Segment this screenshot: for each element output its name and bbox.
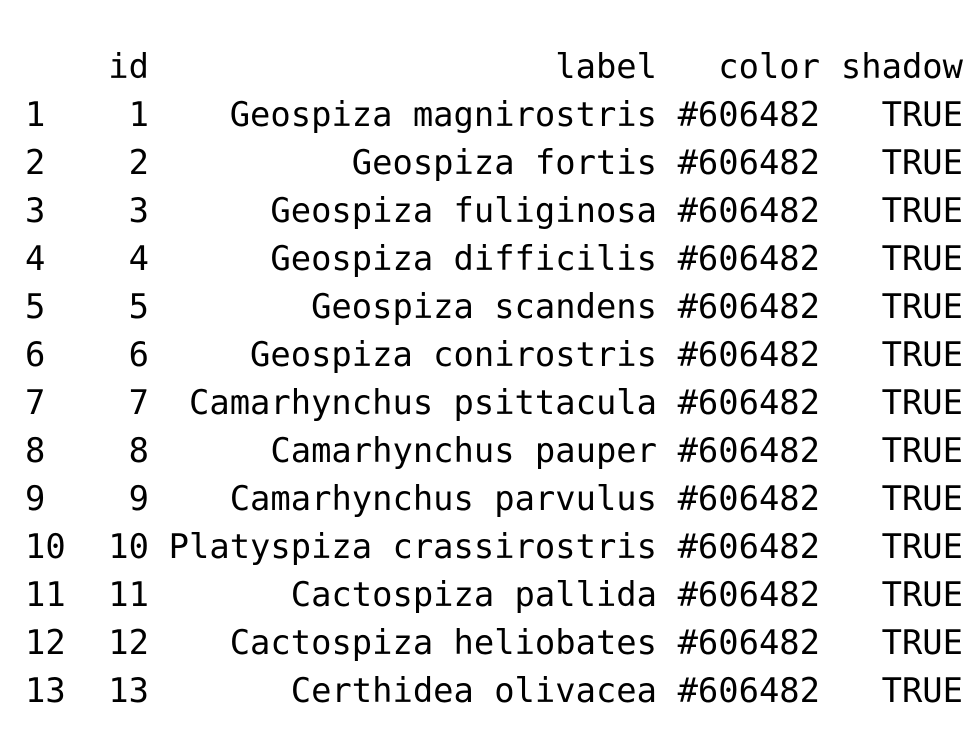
row-name-cell: 5 — [25, 287, 46, 326]
row-name-cell: 8 — [25, 431, 46, 470]
color-cell: #606482 — [677, 239, 820, 278]
id-cell: 2 — [128, 143, 149, 182]
table-row: 6 6 Geospiza conirostris #606482 TRUE — [0, 331, 963, 379]
shadow-cell: TRUE — [881, 143, 963, 182]
table-row: 4 4 Geospiza difficilis #606482 TRUE — [0, 235, 963, 283]
id-cell: 5 — [128, 287, 149, 326]
shadow-cell: TRUE — [881, 575, 963, 614]
header-shadow: shadow — [840, 47, 963, 86]
label-cell: Camarhynchus pauper — [270, 431, 657, 470]
shadow-cell: TRUE — [881, 383, 963, 422]
label-cell: Cactospiza pallida — [290, 575, 657, 614]
table-row: 12 12 Cactospiza heliobates #606482 TRUE — [0, 619, 963, 667]
header-color: color — [718, 47, 820, 86]
label-cell: Camarhynchus parvulus — [229, 479, 657, 518]
row-name-cell: 9 — [25, 479, 46, 518]
table-row: 11 11 Cactospiza pallida #606482 TRUE — [0, 571, 963, 619]
label-cell: Geospiza scandens — [311, 287, 657, 326]
table-row: 2 2 Geospiza fortis #606482 TRUE — [0, 139, 963, 187]
label-cell: Platyspiza crassirostris — [168, 527, 657, 566]
row-name-cell: 10 — [25, 527, 66, 566]
header-rowname — [0, 43, 87, 91]
table-row: 13 13 Certhidea olivacea #606482 TRUE — [0, 667, 963, 715]
label-cell: Geospiza fuliginosa — [270, 191, 657, 230]
row-name-cell: 4 — [25, 239, 46, 278]
shadow-cell: TRUE — [881, 671, 963, 710]
shadow-cell: TRUE — [881, 623, 963, 662]
id-cell: 10 — [108, 527, 149, 566]
label-cell: Geospiza difficilis — [270, 239, 657, 278]
table-row: 5 5 Geospiza scandens #606482 TRUE — [0, 283, 963, 331]
row-name-cell: 11 — [25, 575, 66, 614]
table-row: 3 3 Geospiza fuliginosa #606482 TRUE — [0, 187, 963, 235]
label-cell: Cactospiza heliobates — [229, 623, 657, 662]
id-cell: 7 — [128, 383, 149, 422]
shadow-cell: TRUE — [881, 527, 963, 566]
row-name-cell: 13 — [25, 671, 66, 710]
color-cell: #606482 — [677, 431, 820, 470]
table-row: 1 1 Geospiza magnirostris #606482 TRUE — [0, 91, 963, 139]
label-cell: Certhidea olivacea — [290, 671, 657, 710]
color-cell: #606482 — [677, 287, 820, 326]
table-header-row: id label color shadow — [0, 43, 963, 91]
color-cell: #606482 — [677, 671, 820, 710]
label-cell: Geospiza fortis — [351, 143, 657, 182]
color-cell: #606482 — [677, 527, 820, 566]
row-name-cell: 12 — [25, 623, 66, 662]
shadow-cell: TRUE — [881, 335, 963, 374]
color-cell: #606482 — [677, 143, 820, 182]
id-cell: 1 — [128, 95, 149, 134]
color-cell: #606482 — [677, 623, 820, 662]
shadow-cell: TRUE — [881, 191, 963, 230]
label-cell: Geospiza magnirostris — [229, 95, 657, 134]
shadow-cell: TRUE — [881, 431, 963, 470]
id-cell: 8 — [128, 431, 149, 470]
id-cell: 6 — [128, 335, 149, 374]
shadow-cell: TRUE — [881, 95, 963, 134]
table-row: 9 9 Camarhynchus parvulus #606482 TRUE — [0, 475, 963, 523]
color-cell: #606482 — [677, 383, 820, 422]
header-label: label — [555, 47, 657, 86]
color-cell: #606482 — [677, 575, 820, 614]
color-cell: #606482 — [677, 479, 820, 518]
color-cell: #606482 — [677, 335, 820, 374]
label-cell: Camarhynchus psittacula — [189, 383, 657, 422]
table-row: 8 8 Camarhynchus pauper #606482 TRUE — [0, 427, 963, 475]
id-cell: 12 — [108, 623, 149, 662]
color-cell: #606482 — [677, 191, 820, 230]
row-name-cell: 1 — [25, 95, 46, 134]
shadow-cell: TRUE — [881, 479, 963, 518]
row-name-cell: 7 — [25, 383, 46, 422]
table-row: 7 7 Camarhynchus psittacula #606482 TRUE — [0, 379, 963, 427]
id-cell: 13 — [108, 671, 149, 710]
table-row: 10 10 Platyspiza crassirostris #606482 TRUE — [0, 523, 963, 571]
label-cell: Geospiza conirostris — [250, 335, 657, 374]
id-cell: 3 — [128, 191, 149, 230]
id-cell: 4 — [128, 239, 149, 278]
shadow-cell: TRUE — [881, 239, 963, 278]
id-cell: 9 — [128, 479, 149, 518]
id-cell: 11 — [108, 575, 149, 614]
row-name-cell: 3 — [25, 191, 46, 230]
row-name-cell: 6 — [25, 335, 46, 374]
header-id: id — [108, 47, 149, 86]
shadow-cell: TRUE — [881, 287, 963, 326]
color-cell: #606482 — [677, 95, 820, 134]
row-name-cell: 2 — [25, 143, 46, 182]
